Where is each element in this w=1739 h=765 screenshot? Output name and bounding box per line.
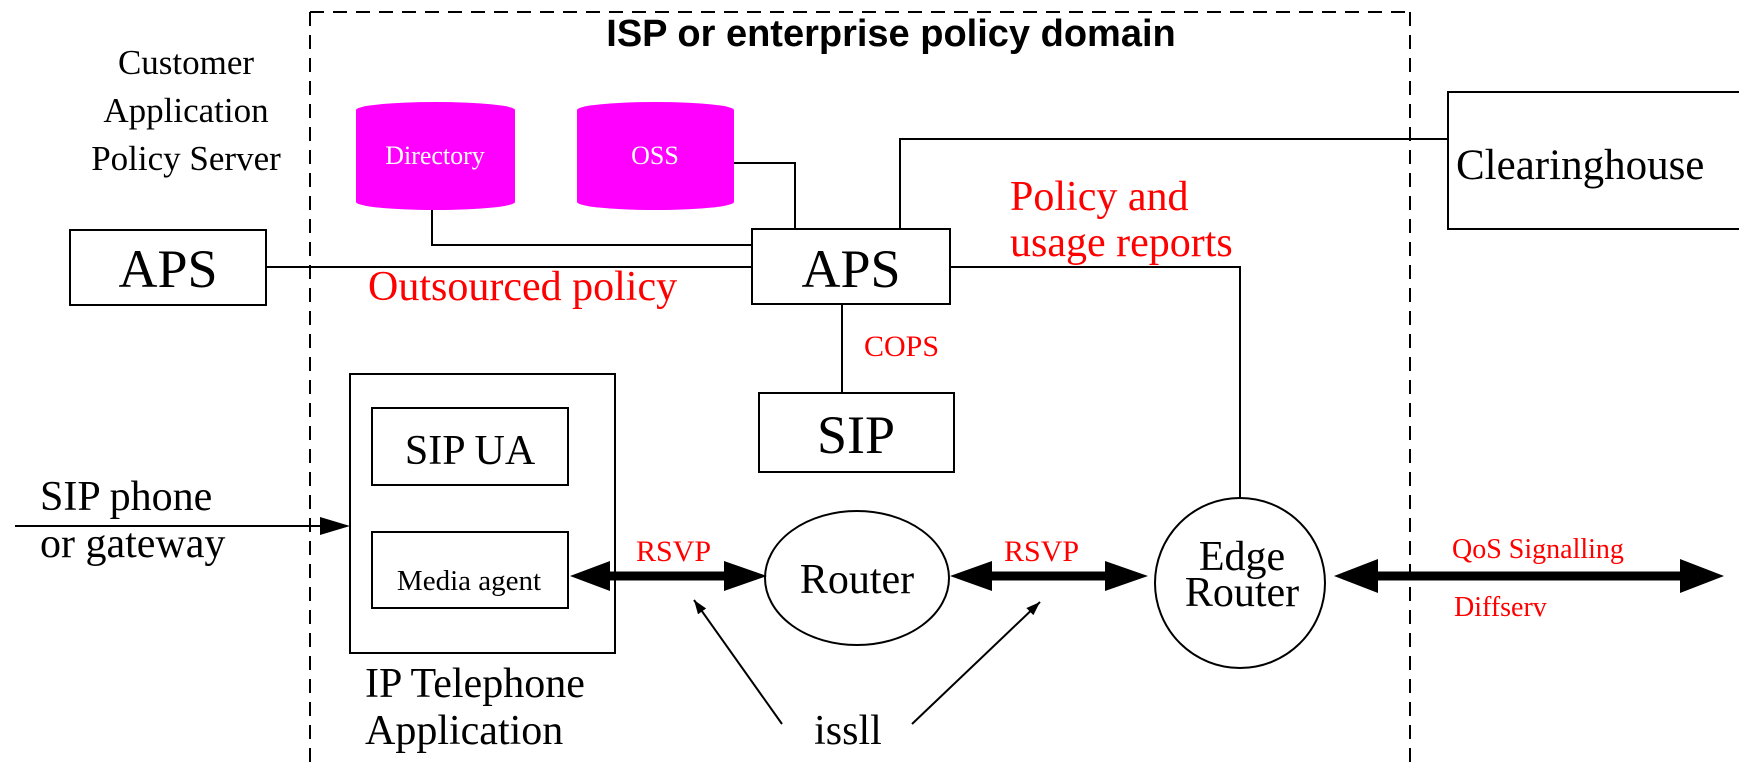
sip-server-label: SIP (817, 405, 895, 465)
directory-to-aps-line (431, 210, 752, 246)
sip-phone-label-line2: or gateway (40, 521, 225, 567)
customer-aps-caption: Customer Application Policy Server (91, 43, 281, 178)
rsvp-right-label: RSVP (1004, 535, 1079, 568)
directory-label: Directory (385, 141, 485, 170)
ip-telephone-caption-line1: IP Telephone (365, 661, 585, 707)
issll-label: issll (814, 708, 882, 754)
diffserv-label: Diffserv (1454, 592, 1547, 623)
customer-aps-box: APS (69, 229, 267, 306)
oss-to-aps-line (733, 162, 796, 230)
aps-label: APS (801, 239, 900, 299)
aps-to-edge-router-line (950, 266, 1241, 498)
customer-aps-label: APS (118, 239, 217, 299)
sip-ua-label: SIP UA (405, 428, 536, 474)
issll-arrow-right (911, 601, 1041, 725)
ip-telephone-caption-line2: Application (365, 708, 563, 754)
edge-router-node: Edge Router (1154, 497, 1326, 669)
router-label: Router (800, 557, 914, 603)
qos-signalling-label: QoS Signalling (1452, 534, 1624, 565)
rsvp-left-label: RSVP (636, 535, 711, 568)
rsvp-link-left (570, 561, 767, 591)
ip-telephone-application-box: SIP UA Media agent (349, 373, 616, 654)
connection-lines (15, 138, 1448, 527)
outsourced-policy-label: Outsourced policy (368, 264, 677, 310)
qos-diffserv-link (1334, 559, 1724, 593)
clearinghouse-label: Clearinghouse (1456, 142, 1704, 189)
caption-line: Customer (118, 43, 254, 82)
issll-arrow-left (693, 599, 783, 725)
sip-ua-box (371, 407, 569, 486)
issll-pointers (693, 599, 1041, 725)
edge-router-label-line1: Edge (1199, 534, 1285, 580)
policy-domain-boundary (309, 11, 1411, 765)
sip-server-box: SIP (758, 392, 955, 473)
aps-to-clearinghouse-line (899, 138, 1448, 230)
oss-database: OSS (577, 102, 734, 210)
sip-phone-label-line1: SIP phone (40, 474, 212, 520)
cops-label: COPS (864, 330, 939, 363)
directory-database: Directory (356, 102, 515, 210)
oss-label: OSS (631, 141, 679, 170)
aps-box: APS (751, 228, 951, 305)
edge-router-label-line2: Router (1185, 570, 1299, 616)
policy-reports-label-line2: usage reports (1010, 220, 1233, 266)
media-agent-box (371, 531, 569, 609)
caption-line: Policy Server (91, 139, 281, 178)
rsvp-link-right (950, 561, 1148, 591)
policy-reports-label-line1: Policy and (1010, 174, 1188, 220)
sip-phone-arrowhead (320, 517, 350, 535)
router-node: Router (764, 510, 950, 646)
caption-line: Application (103, 91, 268, 130)
policy-domain-title: ISP or enterprise policy domain (606, 13, 1175, 55)
clearinghouse-box: Clearinghouse (1447, 91, 1739, 230)
media-agent-label: Media agent (397, 565, 541, 597)
